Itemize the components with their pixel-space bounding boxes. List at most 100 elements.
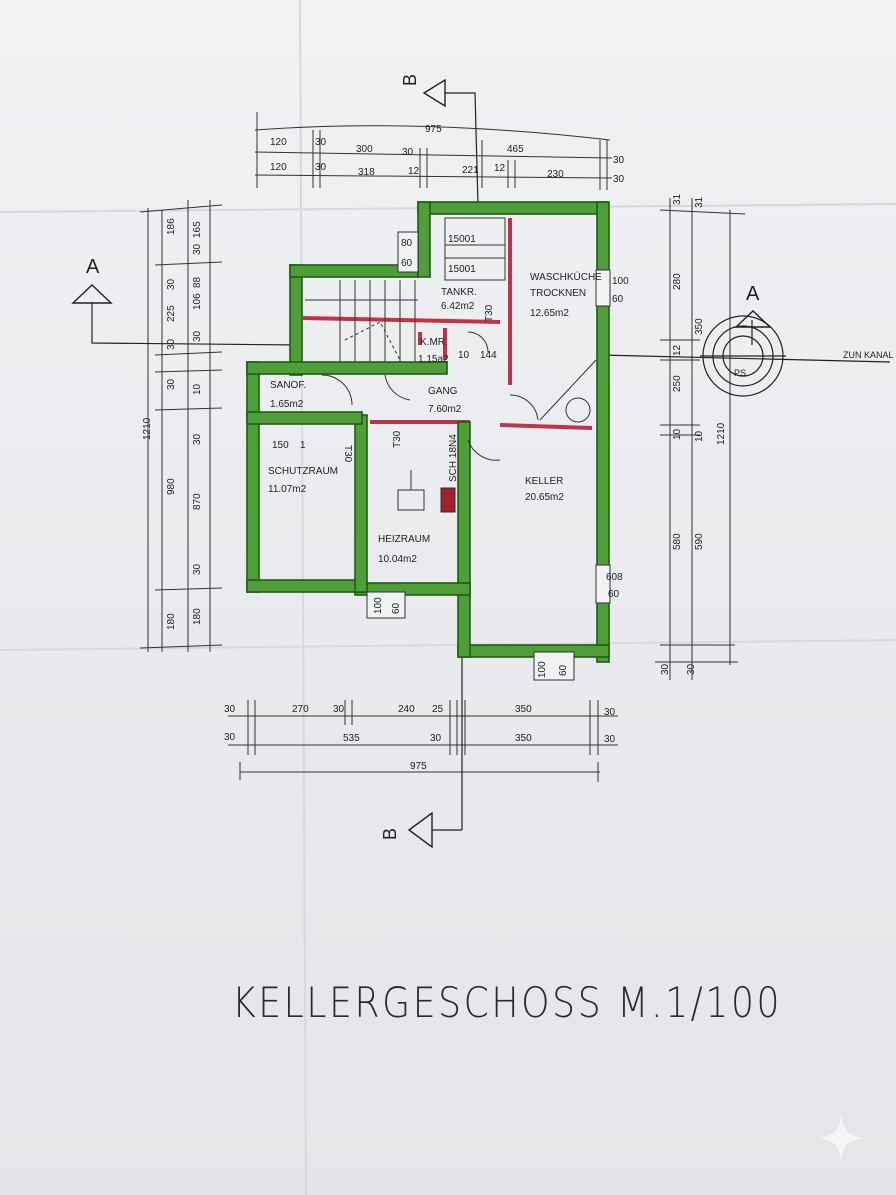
left-dim-total: 1210 [142,417,153,440]
bottom-dim-30a: 30 [224,704,236,715]
left-dim-30e: 30 [192,330,203,342]
dim-label-150: 150 [272,440,289,451]
left-dim-30b: 30 [166,278,177,290]
window-heiz-60: 60 [391,602,402,614]
left-dim-870: 870 [192,493,203,510]
sparkle-icon [818,1115,864,1161]
room-heizraum-name: HEIZRAUM [378,534,430,545]
fire-door-t30-c: T30 [342,445,353,463]
left-dimension-lines [139,200,223,652]
right-dim-31a: 31 [672,193,683,205]
room-schutzraum-name: SCHUTZRAUM [268,466,338,477]
room-heizraum-area: 10.04m2 [378,554,417,565]
window-right-60: 60 [612,294,624,305]
dim-label-1: 1 [300,440,306,451]
window-right-100: 100 [612,276,629,287]
top-dim-300: 300 [356,144,373,155]
left-dim-186: 186 [166,218,177,235]
bottom-dim-30f: 30 [604,734,616,745]
room-tankraum-name: TANKR. [441,287,477,298]
top-dimension-lines [254,112,613,190]
right-dim-12: 12 [672,344,683,356]
bottom-dim-25: 25 [432,704,444,715]
pump-sump [700,315,786,397]
room-sanof-area: 1.65m2 [270,399,304,410]
staircase [305,280,418,362]
section-marker-b-bottom: B [380,811,433,849]
window-top-80: 80 [401,238,413,249]
bottom-dimension-lines [228,700,618,782]
window-right2-60: 60 [608,589,620,600]
section-marker-b-top: B [400,74,446,108]
windows [366,231,611,681]
left-dim-30a: 30 [166,378,177,390]
left-dim-180b: 180 [192,608,203,625]
dim-label-10: 10 [458,350,470,361]
window-top-60: 60 [401,258,413,269]
section-label-a-left: A [86,256,100,278]
left-dim-980: 980 [166,478,177,495]
right-dim-total: 1210 [716,422,727,445]
load-bearing-walls [246,201,610,663]
chimney-label: SCH 18N4 [448,434,459,482]
window-heiz-100: 100 [373,597,384,614]
top-dim-12a: 12 [408,166,420,177]
left-dim-88: 88 [192,276,203,288]
room-keller-area: 20.65m2 [525,492,564,503]
top-dim-30e: 30 [613,174,625,185]
window-bottom-100: 100 [537,661,548,678]
left-dim-10a: 10 [192,383,203,395]
bottom-dim-30d: 30 [224,732,236,743]
room-gang-area: 7.60m2 [428,404,462,415]
room-waschkueche-name: WASCHKÜCHE [530,271,602,283]
pump-sump-label: PS [734,368,746,378]
room-waschkueche-area: 12.65m2 [530,308,569,319]
bottom-dim-350b: 350 [515,733,532,744]
room-waschkueche-name2: TROCKNEN [530,288,586,299]
left-dim-106: 106 [192,293,203,310]
bottom-dim-350a: 350 [515,704,532,715]
plan-title: KELLERGESCHOSS M.1/100 [232,978,783,1027]
section-label-a-right: A [746,283,760,305]
section-lines [91,92,891,831]
drain-label: ZUN KANAL [843,350,894,360]
room-sanof-name: SANOF. [270,380,306,391]
right-dim-10a: 10 [672,428,683,440]
dim-label-144: 144 [480,350,497,361]
section-label-b-bottom: B [380,828,400,840]
partition-walls [302,218,593,430]
top-dim-30a: 30 [315,137,327,148]
tank-label-1: 15001 [448,234,476,245]
left-dim-225: 225 [166,305,177,322]
room-keller-name: KELLER [525,476,563,487]
right-dim-580: 580 [672,533,683,550]
room-tankraum-area: 6.42m2 [441,301,475,312]
top-dim-30d: 30 [315,162,327,173]
window-right2-608: 608 [606,572,623,583]
left-dim-165: 165 [192,221,203,238]
top-dim-total: 975 [425,124,442,135]
room-gang-name: GANG [428,386,458,397]
fire-door-t30-a: T30 [484,304,495,322]
left-dim-30d: 30 [192,243,203,255]
bottom-dim-535: 535 [343,733,360,744]
top-dim-30b: 30 [402,147,414,158]
top-dim-318: 318 [358,167,375,178]
top-dim-230: 230 [547,169,564,180]
right-dim-350: 350 [694,318,705,335]
bottom-dim-270: 270 [292,704,309,715]
left-dim-30f: 30 [192,433,203,445]
left-dim-30g: 30 [192,563,203,575]
right-dim-590: 590 [694,533,705,550]
right-dim-31b: 31 [694,196,705,208]
oil-tanks [444,217,506,281]
section-marker-a-left: A [71,256,113,304]
bottom-dim-total: 975 [410,761,427,772]
room-schutzraum-area: 11.07m2 [268,484,307,495]
right-dim-10b: 10 [694,430,705,442]
top-dim-120b: 120 [270,162,287,173]
right-dim-30a: 30 [660,663,671,675]
right-dim-280: 280 [672,273,683,290]
